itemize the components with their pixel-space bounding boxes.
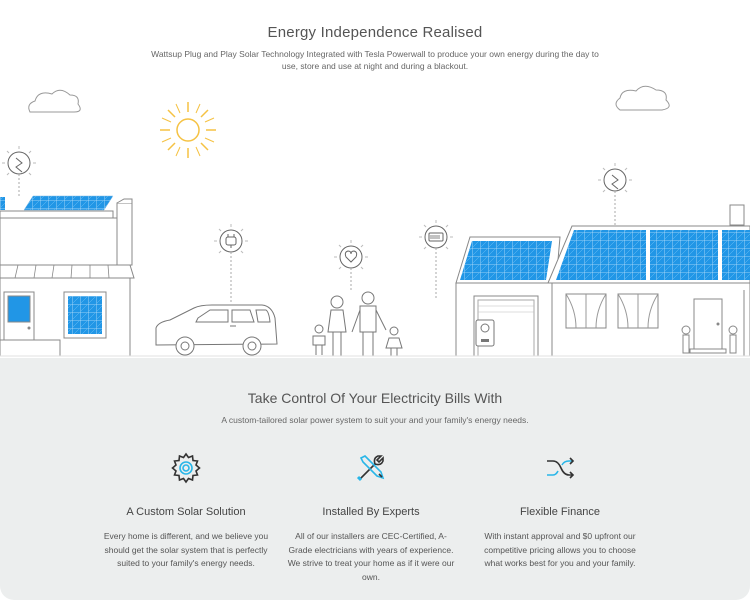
solar-panel-icon xyxy=(598,163,632,226)
feature-description: All of our installers are CEC-Certified,… xyxy=(287,531,455,582)
feature-title: Installed By Experts xyxy=(322,506,420,518)
cloud-icon xyxy=(28,89,81,113)
features-section xyxy=(0,358,750,600)
shop-building xyxy=(0,195,135,357)
section-subtitle: A custom-tailored solar power system to … xyxy=(221,415,529,425)
gear-icon xyxy=(171,452,201,484)
heart-icon xyxy=(334,240,368,290)
section-title: Take Control Of Your Electricity Bills W… xyxy=(247,390,503,406)
hero-section: Energy Independence Realised Wattsup Plu… xyxy=(0,24,750,357)
battery-icon xyxy=(419,220,453,300)
cloud-icon xyxy=(615,85,670,111)
tools-icon xyxy=(356,455,385,482)
hero-subtitle: Wattsup Plug and Play Solar Technology I… xyxy=(151,49,599,71)
feature-title: Flexible Finance xyxy=(519,506,601,518)
hero-title: Energy Independence Realised xyxy=(267,24,483,41)
solar-panel-icon xyxy=(2,146,36,196)
family-icon xyxy=(312,291,403,356)
feature-installed-experts: Installed By Experts All of our installe… xyxy=(286,450,456,584)
powerwall-icon xyxy=(475,319,495,347)
feature-description: With instant approval and $0 upfront our… xyxy=(484,531,636,568)
shuffle-icon xyxy=(547,457,575,479)
feature-custom-solar: A Custom Solar Solution Every home is di… xyxy=(101,450,271,571)
ev-plug-icon xyxy=(214,224,248,302)
feature-description: Every home is different, and we believe … xyxy=(103,531,269,568)
feature-title: A Custom Solar Solution xyxy=(126,506,246,518)
feature-flexible-finance: Flexible Finance With instant approval a… xyxy=(475,450,645,571)
solar-illustration xyxy=(0,85,750,357)
house-icon xyxy=(455,204,750,357)
car-icon xyxy=(155,304,278,356)
sun-icon xyxy=(160,102,216,158)
